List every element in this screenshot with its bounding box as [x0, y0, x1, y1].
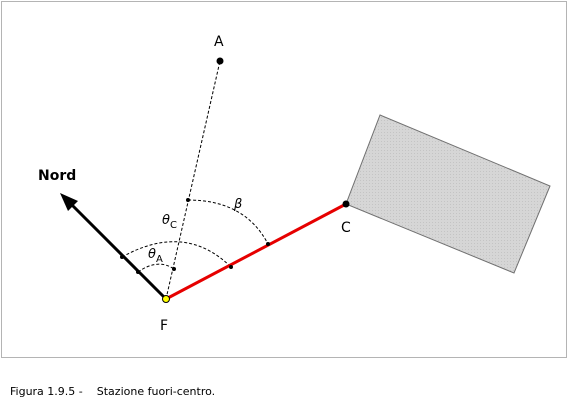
arc-tick-2	[266, 242, 270, 246]
arc-tick-6	[136, 270, 140, 274]
label-theta-c-symbol: θ	[162, 213, 170, 228]
station-point-f	[162, 295, 170, 303]
north-arrow-line	[68, 201, 168, 301]
north-arrow-head	[60, 193, 78, 211]
arc-tick-4	[229, 265, 233, 269]
label-theta-a: θA	[148, 247, 163, 265]
arc-tick-3	[120, 255, 124, 259]
arc-tick-1	[186, 198, 190, 202]
direction-line-fa	[165, 60, 221, 300]
label-c: C	[341, 220, 351, 236]
label-beta: β	[233, 197, 242, 212]
building-rectangle	[345, 114, 551, 274]
arc-theta-c	[121, 241, 232, 268]
label-f: F	[160, 318, 168, 334]
caption-title: Stazione fuori-centro.	[96, 385, 216, 398]
label-theta-a-subscript: A	[156, 254, 163, 265]
station-diagram: A C F Nord β θC θA	[38, 34, 551, 334]
label-theta-a-symbol: θ	[148, 247, 156, 262]
arc-tick-5	[172, 267, 176, 271]
caption-number: Figura 1.9.5 -	[10, 385, 83, 398]
point-c-marker	[342, 200, 350, 208]
label-a: A	[214, 34, 224, 50]
label-north: Nord	[38, 168, 76, 184]
label-theta-c-subscript: C	[170, 220, 177, 231]
figure-caption: Figura 1.9.5 - Stazione fuori-centro.	[3, 372, 215, 398]
arc-beta	[187, 199, 269, 245]
arc-theta-a	[137, 263, 175, 273]
point-a-marker	[216, 57, 224, 65]
label-theta-c: θC	[162, 213, 177, 231]
baseline-fc	[165, 202, 347, 301]
